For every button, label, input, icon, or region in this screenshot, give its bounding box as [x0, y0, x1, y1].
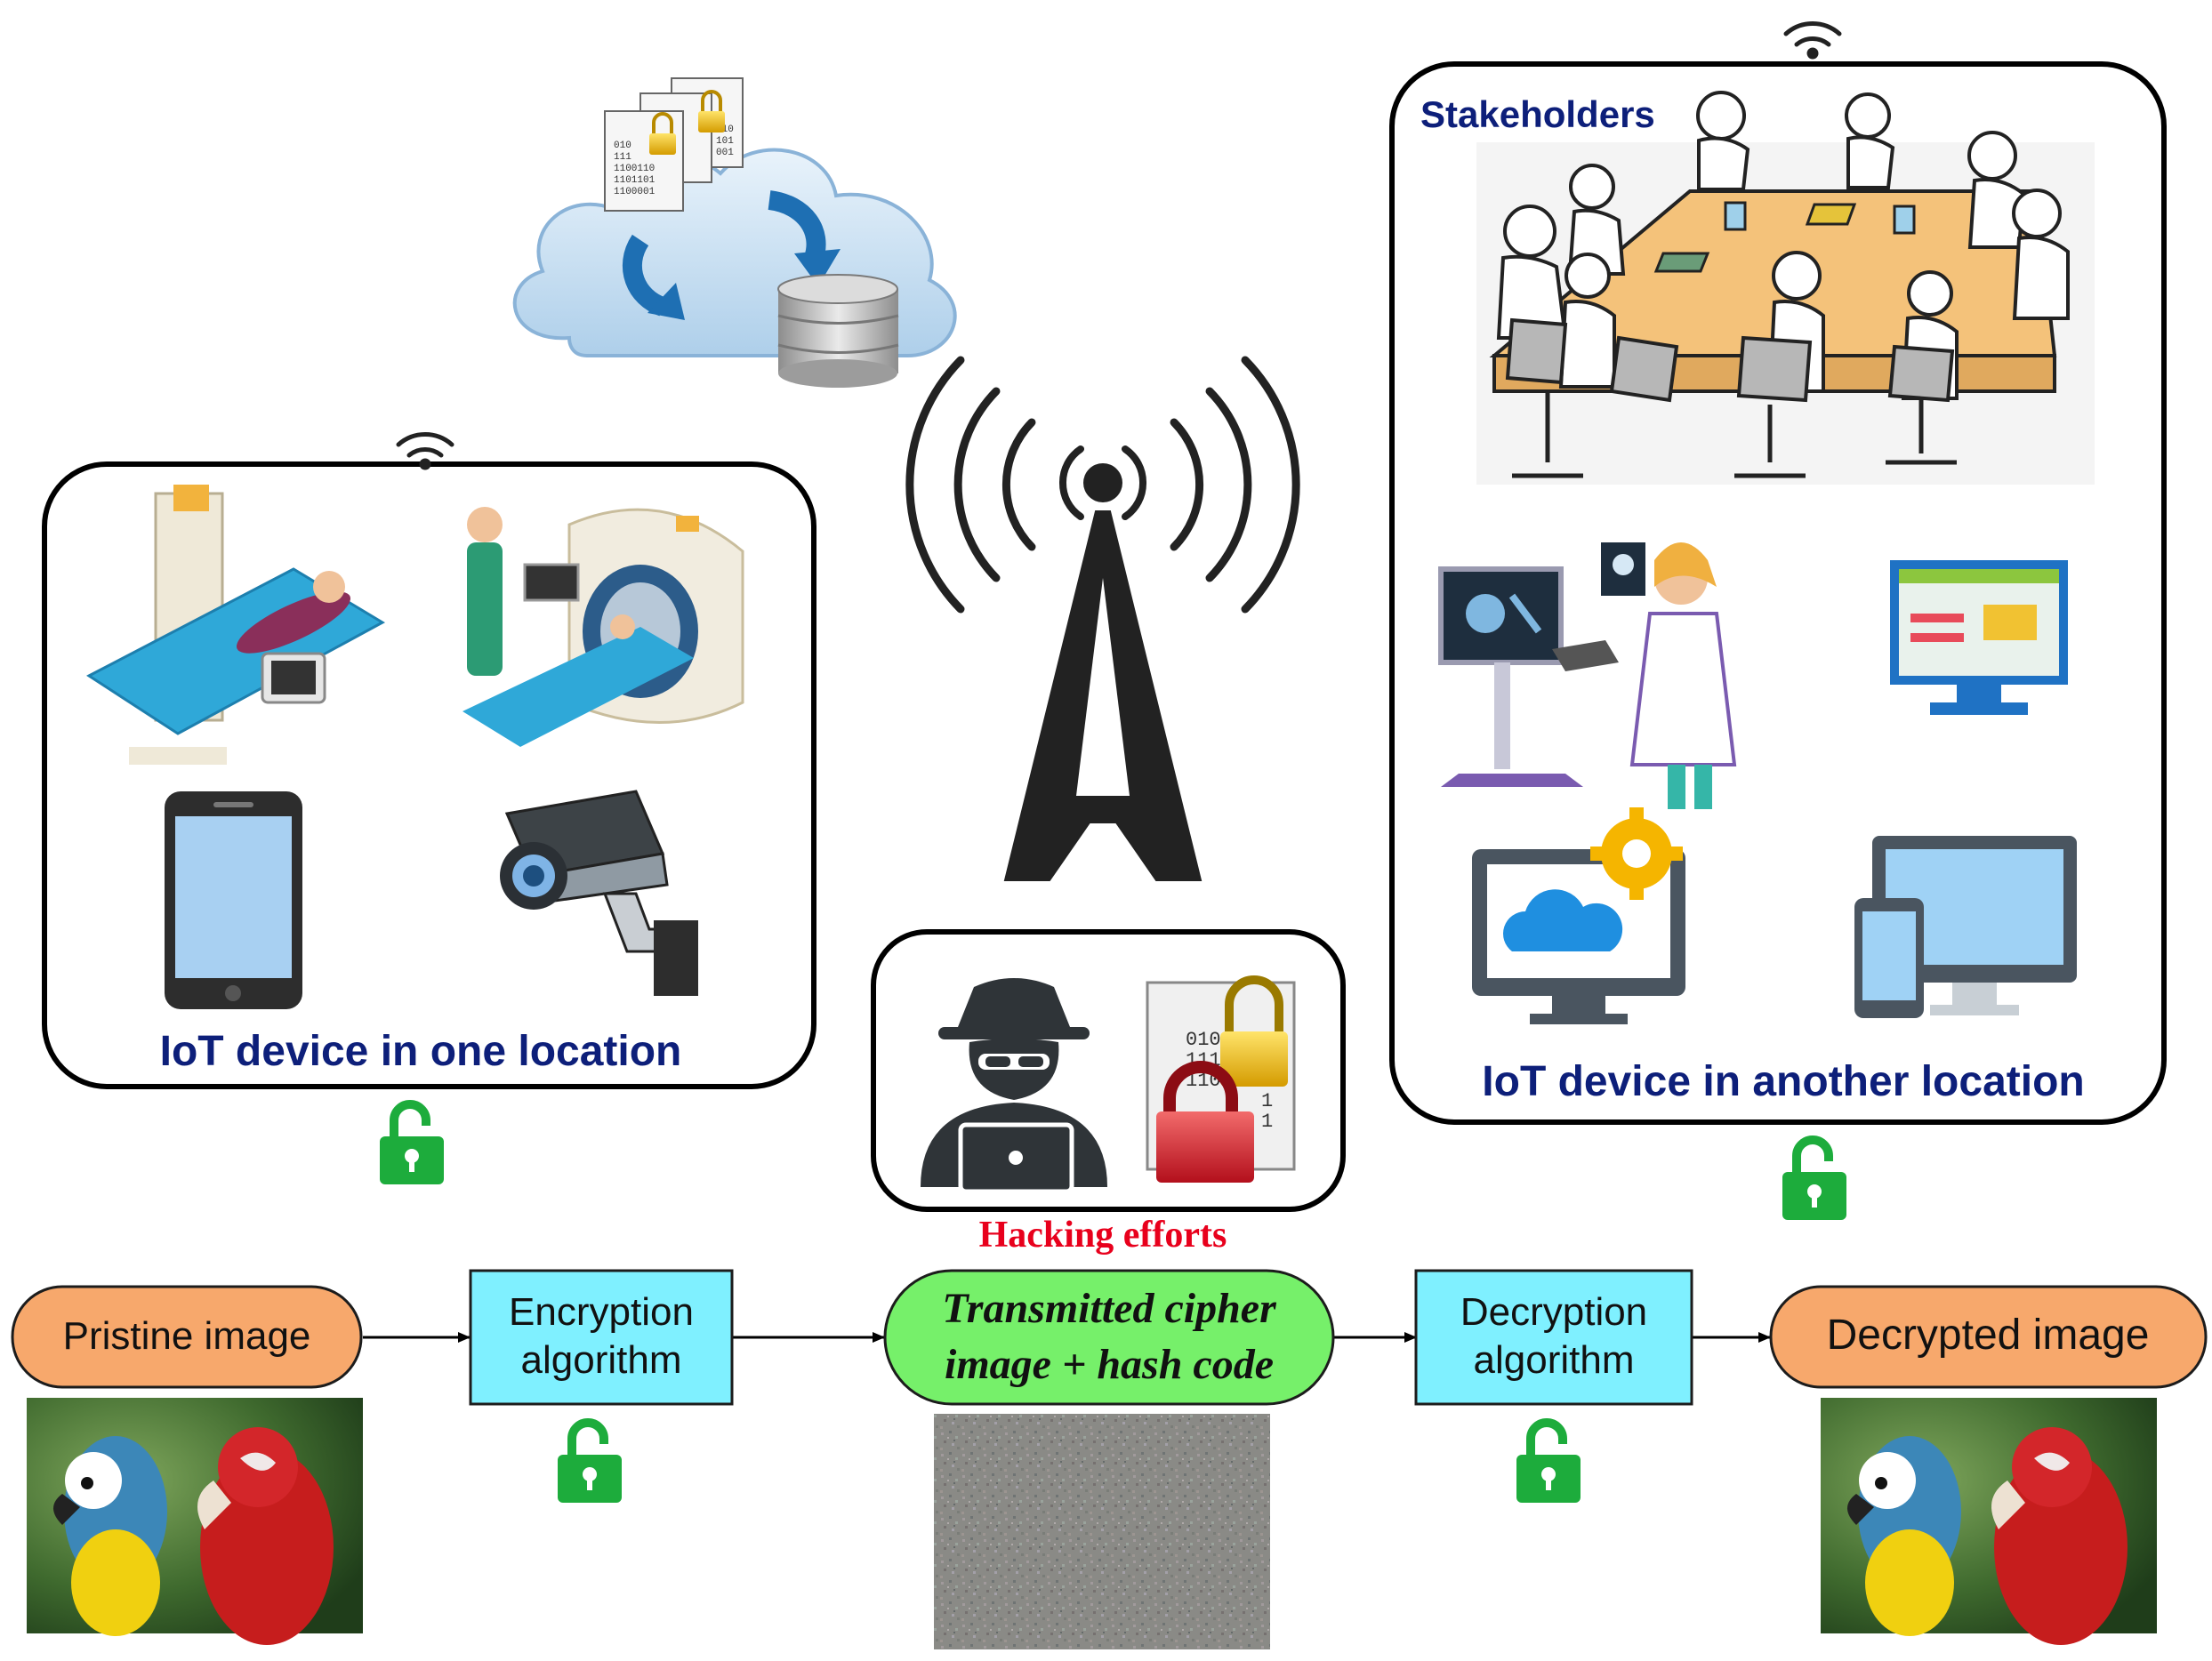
hacker-bin-4: 1 [1261, 1111, 1273, 1133]
meeting-icon [1476, 91, 2095, 485]
cloud-settings-icon [1472, 807, 1685, 1024]
cloud-bin-3: 1101101 [614, 175, 656, 186]
encryption-label-1: Encryption [509, 1290, 694, 1334]
cloud-bin-r1: 101 [716, 136, 734, 147]
decrypted-image-label: Decrypted image [1827, 1312, 2150, 1359]
unlock-icon [558, 1418, 622, 1503]
hacking-efforts-caption: Hacking efforts [979, 1215, 1227, 1256]
padlock-document-icon: 010 111 1100110 1 1 [1146, 975, 1296, 1183]
cloud-bin-4: 1100001 [614, 187, 656, 197]
hacker-icon [921, 978, 1107, 1194]
cloud-bin-0: 010 [614, 140, 631, 151]
cloud-bin-r2: 001 [716, 148, 734, 158]
cloud-binary: 010 111 1100110 1101101 1100001 [614, 140, 661, 197]
flow-row: Pristine image Encryption algorithm Tran… [11, 1269, 2208, 1406]
decryption-label-2: algorithm [1474, 1338, 1635, 1382]
unlock-icon [380, 1100, 444, 1184]
cloud-storage-icon: 110 101 001 010 111 1100110 1101101 1100… [512, 77, 957, 388]
pristine-image-label: Pristine image [63, 1314, 311, 1358]
transmitted-label-1: Transmitted cipher [942, 1285, 1277, 1332]
unlock-icon [1516, 1418, 1581, 1503]
mri-scanner-icon [463, 507, 744, 747]
wifi-icon [396, 432, 454, 470]
doctor-xray-icon [1438, 542, 1737, 809]
transmitted-label-2: image + hash code [945, 1341, 1274, 1388]
parrot-photo-icon [1821, 1398, 2157, 1645]
x-ray-machine-icon [86, 485, 386, 765]
encryption-label-2: algorithm [521, 1338, 682, 1382]
smartphone-icon [165, 791, 302, 1009]
monitor-icon [1890, 560, 2068, 715]
wifi-icon [1783, 21, 1842, 60]
left-iot-panel: IoT device in one location [42, 432, 816, 1089]
transmitted-terminal [883, 1269, 1335, 1406]
cell-tower-icon [905, 356, 1300, 881]
devices-icon [1854, 836, 2077, 1018]
right-panel-caption: IoT device in another location [1482, 1058, 2084, 1105]
parrot-photo-icon [27, 1398, 363, 1645]
pristine-image-terminal [11, 1285, 363, 1389]
cloud-bin-1: 111 [614, 152, 631, 163]
stakeholders-heading: Stakeholders [1420, 93, 1655, 135]
noise-image-icon [934, 1414, 1270, 1649]
decryption-box [1414, 1269, 1693, 1406]
hacker-panel: 010 111 1100110 1 1 Hacking efforts [871, 929, 1346, 1256]
security-camera-icon [500, 790, 698, 996]
unlock-icon [1782, 1135, 1846, 1220]
encryption-box [469, 1269, 734, 1406]
cloud-bin-2: 1100110 [614, 164, 655, 174]
hacker-bin-0: 010 [1186, 1029, 1221, 1051]
right-iot-panel: Stakeholders [1389, 21, 2167, 1125]
left-panel-caption: IoT device in one location [160, 1028, 682, 1075]
cloud-doc-lock-icon [649, 90, 725, 155]
decrypted-image-terminal [1769, 1285, 2208, 1389]
hacker-bin-3: 1 [1261, 1090, 1273, 1112]
decryption-label-1: Decryption [1460, 1290, 1647, 1334]
